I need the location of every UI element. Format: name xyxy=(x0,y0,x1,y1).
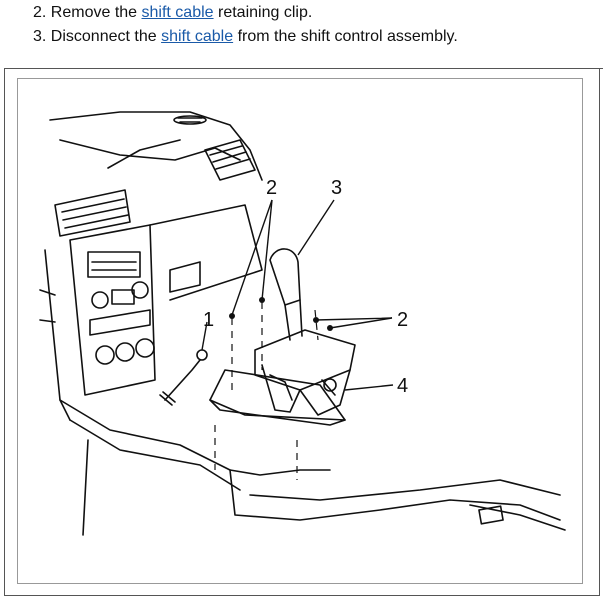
bolt xyxy=(229,313,235,319)
center-stack xyxy=(69,224,156,396)
step-text-suffix: from the shift control assembly. xyxy=(233,28,458,45)
leader-2-left xyxy=(261,199,273,301)
bolt xyxy=(259,297,265,303)
callout-4: 4 xyxy=(397,375,408,397)
cable-end xyxy=(196,349,208,361)
shift-control-assembly xyxy=(254,329,356,391)
step-number: 2. xyxy=(33,4,47,21)
callout-2-right: 2 xyxy=(397,309,408,331)
dash-right-panel xyxy=(149,204,263,301)
shift-cable-link[interactable]: shift cable xyxy=(141,4,214,21)
step-text-suffix: retaining clip. xyxy=(213,4,313,21)
callout-1: 1 xyxy=(203,309,214,331)
hvac-knob-2 xyxy=(115,342,135,362)
leader-4 xyxy=(344,384,394,391)
figure-inner-border xyxy=(17,78,583,584)
divider xyxy=(4,68,603,69)
callout-3: 3 xyxy=(331,177,342,199)
step-text-prefix: Remove the xyxy=(50,4,142,21)
figure-frame xyxy=(4,68,600,596)
radio-knob-left xyxy=(91,291,109,309)
console-floor-right xyxy=(249,479,561,501)
leader-2-left2 xyxy=(231,199,273,316)
console-floor-left xyxy=(59,399,561,521)
bolt xyxy=(313,317,319,323)
seat-post xyxy=(82,439,89,536)
callout-2-top: 2 xyxy=(266,177,277,199)
radio-display xyxy=(87,251,141,278)
leader-3 xyxy=(297,199,335,256)
door-handle xyxy=(169,261,201,293)
bolt xyxy=(327,325,333,331)
step-text-prefix: Disconnect the xyxy=(50,28,162,45)
shift-cable-link[interactable]: shift cable xyxy=(161,28,234,45)
hvac-knob-1 xyxy=(95,345,115,365)
right-vent xyxy=(204,139,256,181)
shift-knob xyxy=(269,248,301,306)
defrost-vent xyxy=(173,115,207,125)
shift-cable xyxy=(164,359,201,401)
dash-top-outline xyxy=(49,111,263,181)
hvac-knob-3 xyxy=(135,338,155,358)
leader-2-right xyxy=(315,317,393,329)
leader-1 xyxy=(201,321,208,351)
step-2: 2. Remove the shift cable retaining clip… xyxy=(33,3,312,23)
left-vent xyxy=(54,189,131,237)
step-3: 3. Disconnect the shift cable from the s… xyxy=(33,27,458,47)
dash-upper-panel xyxy=(59,139,241,161)
step-number: 3. xyxy=(33,28,47,45)
